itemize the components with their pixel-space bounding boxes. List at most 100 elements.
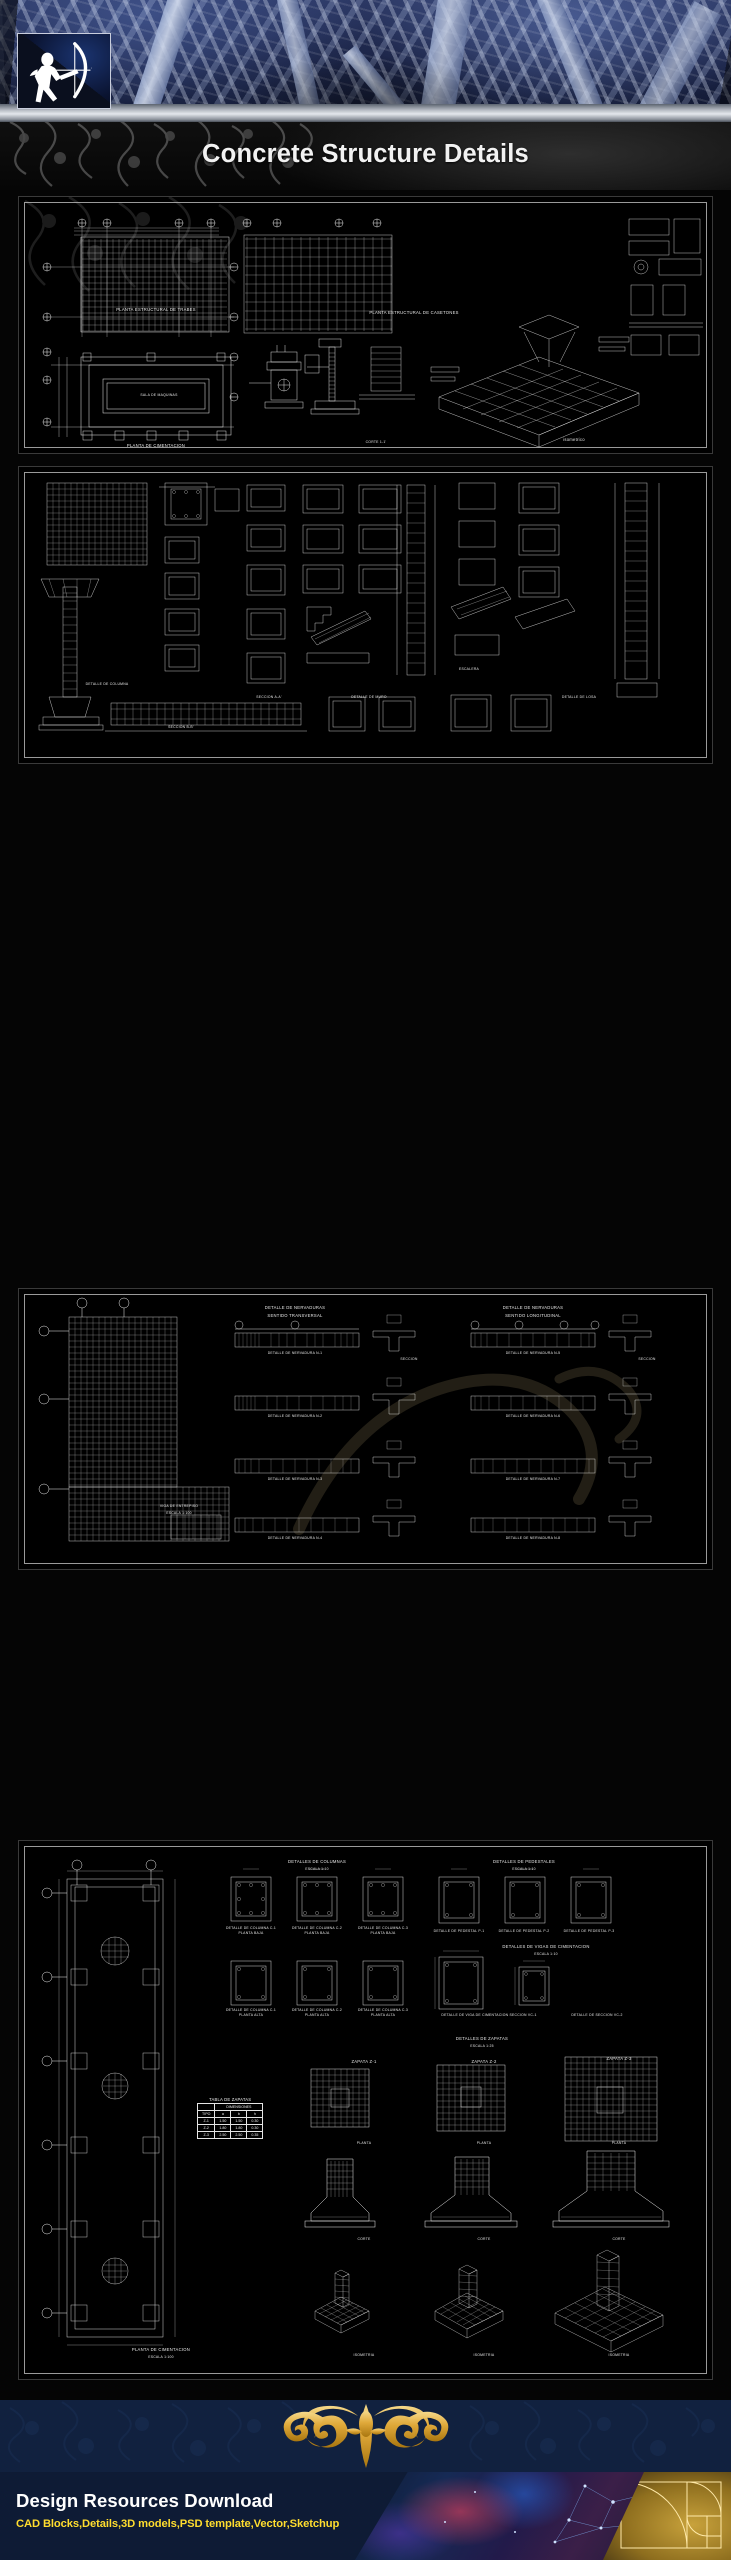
cad-caption: PLANTA bbox=[356, 2141, 372, 2145]
logo-diagonal-shade bbox=[18, 34, 110, 108]
cad-caption: PLANTA ALTA bbox=[304, 2013, 330, 2017]
cad-caption: DETALLE DE PEDESTAL P-3 bbox=[563, 1929, 615, 1933]
cad-caption: PLANTA bbox=[611, 2141, 627, 2145]
navy-scroll-texture-icon bbox=[8, 2401, 715, 2463]
cad-caption: ISOMETRIA bbox=[473, 2353, 495, 2357]
cad-caption: DETALLE DE NERVADURA N-5 bbox=[505, 1351, 561, 1355]
cad-caption: DETALLE DE NERVADURA N-1 bbox=[267, 1351, 323, 1355]
cad-caption: PLANTA ALTA bbox=[370, 2013, 396, 2017]
cad-caption: DETALLE DE COLUMNA C-2 bbox=[291, 1926, 343, 1930]
cad-caption: CORTE bbox=[357, 2237, 371, 2241]
cad-caption: PLANTA ALTA bbox=[238, 2013, 264, 2017]
cell-b: 1.50 bbox=[230, 2117, 248, 2125]
title-band: Concrete Structure Details bbox=[0, 118, 731, 190]
cad-caption: SECCION bbox=[638, 1357, 656, 1361]
cell-h: 0.35 bbox=[246, 2131, 264, 2139]
cad-caption: ESCALA 1:10 bbox=[305, 1867, 329, 1871]
cad-caption: PLANTA ESTRUCTURAL DE TRABES bbox=[116, 307, 196, 312]
cad-caption: DETALLE DE LOSA bbox=[561, 695, 597, 699]
cad-caption: DETALLES DE ZAPATAS bbox=[455, 2036, 509, 2041]
cad-caption: DETALLE DE NERVADURA N-6 bbox=[505, 1414, 561, 1418]
col-b: b bbox=[230, 2110, 248, 2118]
table-row: Z-3 2.50 2.50 0.35 bbox=[196, 2131, 264, 2139]
cad-caption: ESCALA 1:100 bbox=[166, 1511, 192, 1515]
cell-tipo: Z-1 bbox=[196, 2117, 216, 2125]
cad-drawing-foundation-details bbox=[41, 1859, 670, 2353]
cad-caption: DETALLES DE PEDESTALES bbox=[493, 1859, 555, 1864]
archer-logo bbox=[17, 33, 111, 109]
cell-h: 0.30 bbox=[246, 2117, 264, 2125]
table-group-header-row: DIMENSIONES bbox=[196, 2103, 264, 2111]
footer-title: Design Resources Download bbox=[16, 2490, 274, 2511]
cad-drawing-column-details bbox=[38, 482, 660, 732]
cad-caption: DETALLE DE NERVADURA N-3 bbox=[267, 1477, 323, 1481]
cad-drawing-joist-details bbox=[38, 1297, 652, 1542]
archer-icon bbox=[29, 42, 91, 103]
cad-caption: isometrico bbox=[563, 437, 585, 442]
cell-tipo: Z-3 bbox=[196, 2131, 216, 2139]
cell-a: 2.50 bbox=[214, 2131, 232, 2139]
zapatas-table: TABLA DE ZAPATAS DIMENSIONES TIPO a b h bbox=[196, 2097, 264, 2139]
cad-caption: DETALLE DE NERVADURAS bbox=[502, 1305, 564, 1310]
cad-caption: VIGA DE ENTREPISO bbox=[159, 1504, 199, 1508]
cad-caption: DETALLE DE NERVADURA N-4 bbox=[267, 1536, 323, 1540]
col-tipo: TIPO bbox=[196, 2110, 216, 2118]
footer-promo-band: Design Resources Download CAD Blocks,Det… bbox=[0, 2472, 731, 2560]
cad-caption: DETALLE DE NERVADURA N-8 bbox=[505, 1536, 561, 1540]
cad-caption: ISOMETRIA bbox=[353, 2353, 375, 2357]
cad-panel-structural-plans[interactable]: PLANTA ESTRUCTURAL DE TRABES PLANTA ESTRU… bbox=[18, 196, 713, 454]
cad-caption: PLANTA ESTRUCTURAL DE CASETONES bbox=[369, 310, 459, 315]
cad-caption: ESCALA 1:10 bbox=[512, 1867, 536, 1871]
cad-caption: DETALLES DE VIGAS DE CIMENTACION bbox=[502, 1944, 590, 1949]
gold-flourish-icon bbox=[283, 2404, 449, 2468]
table-row: Z-1 1.50 1.50 0.30 bbox=[196, 2117, 264, 2125]
table-title: TABLA DE ZAPATAS bbox=[209, 2097, 252, 2102]
cad-caption: DETALLE DE COLUMNA C-1 bbox=[225, 2008, 277, 2012]
cad-caption: DETALLE DE COLUMNA C-3 bbox=[357, 1926, 409, 1930]
cell-a: 1.50 bbox=[214, 2117, 232, 2125]
footer-ornament-band bbox=[0, 2400, 731, 2472]
footer-subtitle: CAD Blocks,Details,3D models,PSD templat… bbox=[16, 2518, 340, 2530]
cad-caption: DETALLE DE NERVADURA N-2 bbox=[267, 1414, 323, 1418]
cell-tipo: Z-2 bbox=[196, 2124, 216, 2132]
cad-caption: SALA DE MAQUINAS bbox=[140, 393, 178, 397]
panel-frame bbox=[24, 1846, 707, 2374]
col-h: h bbox=[246, 2110, 264, 2118]
cad-caption: DETALLES DE COLUMNAS bbox=[288, 1859, 346, 1864]
cad-panel-foundation-details[interactable]: TABLA DE ZAPATAS DIMENSIONES TIPO a b h bbox=[18, 1840, 713, 2380]
header-metal-strip bbox=[0, 104, 731, 122]
cell-h: 0.30 bbox=[246, 2124, 264, 2132]
cad-caption: ESCALA 1:25 bbox=[470, 2044, 494, 2048]
cad-caption: DETALLE DE MURO bbox=[351, 695, 387, 699]
cad-caption: PLANTA BAJA bbox=[370, 1931, 396, 1935]
cad-caption: CORTE 1-1' bbox=[365, 440, 387, 444]
cell-a: 1.80 bbox=[214, 2124, 232, 2132]
cad-caption: ZAPATA Z-1 bbox=[351, 2059, 377, 2064]
cell-b: 2.50 bbox=[230, 2131, 248, 2139]
cad-caption: PLANTA bbox=[476, 2141, 492, 2145]
table-row: Z-2 1.80 1.80 0.30 bbox=[196, 2124, 264, 2132]
cad-caption: ISOMETRIA bbox=[608, 2353, 630, 2357]
cad-caption: PLANTA BAJA bbox=[304, 1931, 330, 1935]
cad-caption: SECCION bbox=[400, 1357, 418, 1361]
header-banner-photo bbox=[0, 0, 731, 118]
page-title: Concrete Structure Details bbox=[202, 139, 529, 168]
cad-caption: DETALLE DE COLUMNA C-2 bbox=[291, 2008, 343, 2012]
cad-caption: DETALLE DE PEDESTAL P-1 bbox=[433, 1929, 485, 1933]
cad-caption: ESCALERA bbox=[458, 667, 480, 671]
cad-caption: DETALLE DE COLUMNA bbox=[85, 682, 129, 686]
table-group-header: DIMENSIONES bbox=[214, 2103, 264, 2111]
cad-caption: SENTIDO LONGITUDINAL bbox=[505, 1313, 561, 1318]
cad-caption: ZAPATA Z-2 bbox=[471, 2059, 497, 2064]
damask-pattern-icon bbox=[9, 118, 313, 187]
cad-caption: DETALLE DE SECCION VC-2 bbox=[571, 2013, 623, 2017]
cad-caption: DETALLE DE NERVADURA N-7 bbox=[505, 1477, 561, 1481]
cad-caption: DETALLE DE COLUMNA C-1 bbox=[225, 1926, 277, 1930]
cad-caption: DETALLE DE VIGA DE CIMENTACION SECCION V… bbox=[441, 2013, 537, 2017]
cad-caption: PLANTA BAJA bbox=[238, 1931, 264, 1935]
table-header-row: TIPO a b h bbox=[196, 2110, 264, 2118]
cad-caption: DETALLE DE NERVADURAS bbox=[264, 1305, 326, 1310]
